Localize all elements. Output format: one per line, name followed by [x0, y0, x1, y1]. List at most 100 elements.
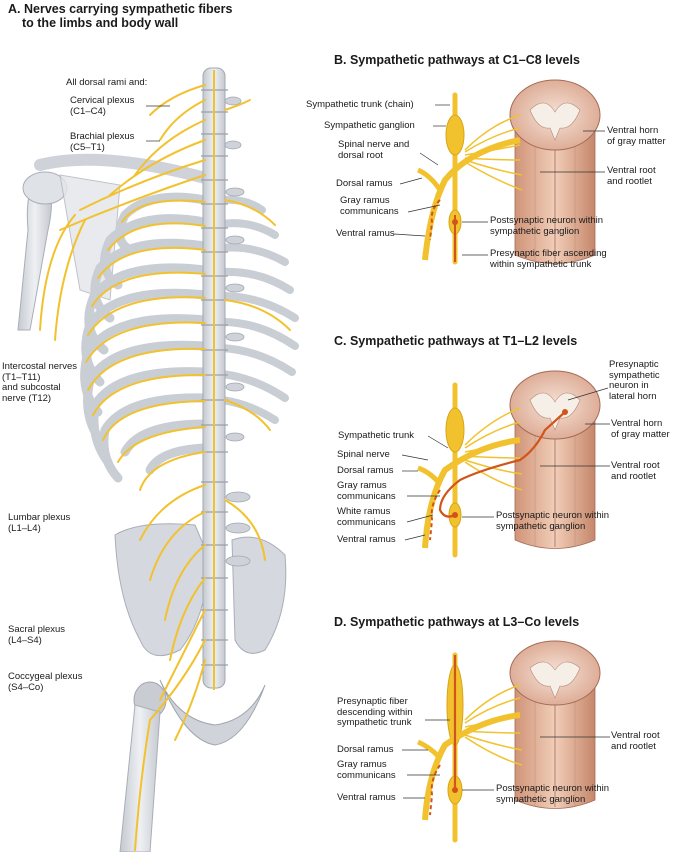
b-ventral-root-line1: Ventral root: [607, 165, 656, 176]
d-ventral-root-line1: Ventral root: [611, 730, 660, 741]
panel-b-leaders: [393, 104, 605, 256]
sacral-plexus-name: Sacral plexus: [8, 624, 66, 635]
c-white-ramus-line1: White ramus: [337, 506, 391, 517]
label-coccygeal-plexus: Coccygeal plexus (S4–Co): [8, 671, 83, 693]
b-presynaptic-line2: within sympathetic trunk: [490, 258, 592, 270]
b-postsynaptic-line1: Postsynaptic neuron within: [490, 215, 604, 226]
cervical-plexus-name: Cervical plexus: [70, 95, 135, 106]
b-presynaptic-line1: Presynaptic fiber ascending: [490, 248, 607, 259]
label-b-postsynaptic: Postsynaptic neuron within sympathetic g…: [490, 215, 604, 237]
b-ventral-horn-line1: Ventral horn: [607, 125, 659, 136]
label-c-presynaptic-neuron: Presynaptic sympathetic neuron in latera…: [609, 359, 660, 402]
label-c-white-ramus: White ramus communicans: [337, 506, 396, 528]
label-b-ventral-horn: Ventral horn of gray matter: [607, 125, 666, 147]
c-gray-ramus-line1: Gray ramus: [337, 480, 387, 491]
intercostal-line2: (T1–T11): [2, 371, 41, 383]
sacral-plexus-levels: (L4–S4): [8, 634, 42, 646]
c-ventral-horn-line1: Ventral horn: [611, 418, 663, 429]
lumbar-plexus-name: Lumbar plexus: [8, 512, 71, 523]
c-gray-ramus-line2: communicans: [337, 490, 396, 502]
panel-c-title: C. Sympathetic pathways at T1–L2 levels: [334, 334, 578, 348]
label-intercostal-nerves: Intercostal nerves (T1–T11) and subcosta…: [2, 361, 77, 404]
ilium-right: [231, 536, 287, 654]
panel-b-figure: [416, 79, 601, 265]
brachial-plexus-name: Brachial plexus: [70, 131, 135, 142]
gray-matter-c: [529, 392, 581, 431]
b-postsynaptic-line2: sympathetic ganglion: [490, 225, 580, 237]
c-ventral-horn-line2: of gray matter: [611, 428, 670, 440]
pubis: [159, 679, 266, 746]
c-presyn-line3: neuron in: [609, 380, 649, 391]
d-ventral-root-line2: and rootlet: [611, 740, 656, 752]
gray-matter-d: [529, 661, 581, 699]
b-gray-ramus-line2: communicans: [340, 205, 399, 217]
label-c-spinal-nerve: Spinal nerve: [337, 449, 390, 460]
ganglion-b: [445, 114, 465, 156]
label-d-ventral-ramus: Ventral ramus: [337, 792, 396, 803]
panel-b-title: B. Sympathetic pathways at C1–C8 levels: [334, 53, 580, 67]
panel-a-title-line1: A. Nerves carrying sympathetic fibers: [8, 2, 233, 16]
label-b-ventral-ramus: Ventral ramus: [336, 228, 395, 239]
c-presyn-line4: lateral horn: [609, 390, 657, 402]
panel-c-leaders: [401, 387, 610, 541]
brachial-plexus-levels: (C5–T1): [70, 141, 105, 153]
b-ventral-root-line2: and rootlet: [607, 175, 652, 187]
c-presyn-line2: sympathetic: [609, 369, 660, 381]
b-spinal-nerve-line2: dorsal root: [338, 149, 383, 161]
label-b-dorsal-ramus: Dorsal ramus: [336, 178, 393, 189]
label-d-dorsal-ramus: Dorsal ramus: [337, 744, 394, 755]
label-d-postsynaptic: Postsynaptic neuron within sympathetic g…: [496, 783, 610, 805]
d-postsynaptic-line1: Postsynaptic neuron within: [496, 783, 610, 794]
label-d-presynaptic: Presynaptic fiber descending within symp…: [337, 696, 413, 729]
spinal-nerves: [39, 84, 291, 851]
intercostal-line4: nerve (T12): [2, 392, 52, 404]
label-b-presynaptic: Presynaptic fiber ascending within sympa…: [490, 248, 607, 270]
panel-d-title: D. Sympathetic pathways at L3–Co levels: [334, 615, 580, 629]
label-d-ventral-root: Ventral root and rootlet: [611, 730, 660, 752]
coccygeal-plexus-name: Coccygeal plexus: [8, 671, 83, 682]
ganglion-c: [445, 407, 465, 453]
d-presyn-line3: sympathetic trunk: [337, 717, 412, 728]
c-ventral-root-line1: Ventral root: [611, 460, 660, 471]
d-gray-ramus-line1: Gray ramus: [337, 759, 387, 770]
label-c-dorsal-ramus: Dorsal ramus: [337, 465, 394, 476]
label-b-ventral-root: Ventral root and rootlet: [607, 165, 656, 187]
label-c-ventral-root: Ventral root and rootlet: [611, 460, 660, 482]
panel-a-title-line2: to the limbs and body wall: [22, 16, 179, 30]
femur: [119, 704, 161, 852]
gray-matter-b: [529, 102, 581, 141]
label-c-postsynaptic: Postsynaptic neuron within sympathetic g…: [496, 510, 610, 532]
c-postsynaptic-line1: Postsynaptic neuron within: [496, 510, 610, 521]
d-presyn-line2: descending within: [337, 706, 413, 718]
label-b-ganglion: Sympathetic ganglion: [324, 120, 415, 131]
d-presyn-line1: Presynaptic fiber: [337, 696, 408, 707]
coccygeal-plexus-levels: (S4–Co): [8, 681, 44, 693]
label-sacral-plexus: Sacral plexus (L4–S4): [8, 624, 66, 646]
label-b-gray-ramus: Gray ramus communicans: [340, 195, 399, 217]
panel-c-figure: [417, 370, 601, 558]
label-d-gray-ramus: Gray ramus communicans: [337, 759, 396, 781]
skeleton-figure: [17, 67, 299, 852]
d-gray-ramus-line2: communicans: [337, 769, 396, 781]
label-lumbar-plexus: Lumbar plexus (L1–L4): [8, 512, 71, 534]
ribs-right: [218, 195, 299, 424]
label-b-spinal-nerve: Spinal nerve and dorsal root: [338, 139, 409, 161]
panel-d-leaders: [402, 719, 610, 799]
panel-a-title: A. Nerves carrying sympathetic fibers to…: [8, 2, 232, 30]
label-cervical-plexus: Cervical plexus (C1–C4): [70, 95, 135, 117]
ribs: [80, 192, 210, 483]
b-ventral-horn-line2: of gray matter: [607, 135, 666, 147]
intercostal-line3: and subcostal: [2, 382, 61, 393]
d-postsynaptic-line2: sympathetic ganglion: [496, 793, 586, 805]
panel-a-intro: All dorsal rami and:: [66, 77, 148, 88]
c-ventral-root-line2: and rootlet: [611, 470, 656, 482]
ilium-left: [114, 523, 211, 657]
label-c-trunk: Sympathetic trunk: [338, 430, 415, 441]
c-postsynaptic-line2: sympathetic ganglion: [496, 520, 586, 532]
b-gray-ramus-line1: Gray ramus: [340, 195, 390, 206]
lumbar-plexus-levels: (L1–L4): [8, 522, 41, 534]
cervical-plexus-levels: (C1–C4): [70, 105, 106, 117]
clavicle: [34, 153, 211, 184]
panel-a-leaders: [146, 105, 170, 142]
